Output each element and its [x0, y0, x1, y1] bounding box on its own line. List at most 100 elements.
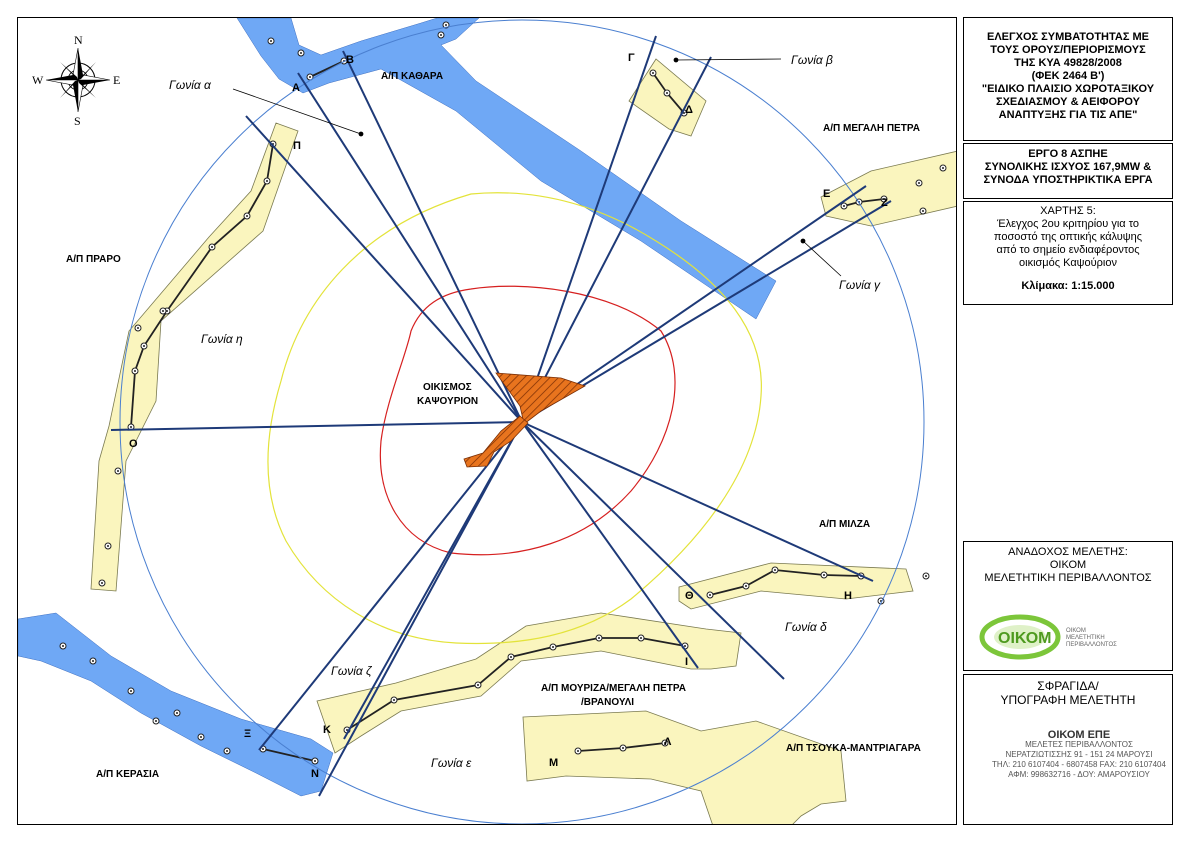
point-E: Ε	[823, 188, 830, 200]
map-description-line: ποσοστό της οπτικής κάλυψης	[993, 231, 1143, 243]
compass-n: N	[74, 33, 83, 47]
title-line: ΕΛΕΓΧΟΣ ΣΥΜΒΑΤΟΤΗΤΑΣ ΜΕ	[987, 31, 1149, 43]
compass-rose: N S E W	[32, 33, 120, 128]
seal-line: ΣΦΡΑΓΙΔΑ/	[1037, 679, 1099, 693]
row-kerasia	[262, 748, 316, 762]
turbine-marker-dot	[346, 729, 348, 731]
turbine-marker-dot	[143, 345, 145, 347]
point-A: Α	[292, 82, 300, 94]
contractor-line: ΟΙΚΟΜ	[1049, 559, 1087, 571]
point-N: Ν	[311, 768, 319, 780]
scale-text: Κλίμακα: 1:15.000	[1021, 280, 1115, 292]
label-tsouka: Α/Π ΤΣΟΥΚΑ-ΜΑΝΤΡΙΑΓΑΡΑ	[786, 743, 921, 754]
turbine-marker-dot	[300, 52, 302, 54]
project-line: ΣΥΝΟΛΙΚΗΣ ΙΣΧΥΟΣ 167,9MW &	[984, 161, 1152, 173]
sight-line-a	[297, 72, 523, 423]
turbine-marker-dot	[101, 582, 103, 584]
turbine-marker-dot	[393, 699, 395, 701]
turbine-marker-dot	[246, 215, 248, 217]
turbine-marker-dot	[709, 594, 711, 596]
stamp-line: ΑΦΜ: 998632716 - ΔΟΥ: ΑΜΑΡΟΥΣΙΟΥ	[1008, 770, 1150, 779]
zone-milza	[678, 562, 914, 610]
point-G: Γ	[628, 52, 635, 64]
logo-small-2: ΜΕΛΕΤΗΤΙΚΗ	[1066, 635, 1105, 641]
label-megali-petra: Α/Π ΜΕΓΑΛΗ ΠΕΤΡΑ	[823, 123, 920, 134]
stamp-line: ΤΗΛ: 210 6107404 - 6807458 FAX: 210 6107…	[992, 760, 1166, 769]
title-line: ΣΧΕΔΙΑΣΜΟΥ & ΑΕΙΦΟΡΟΥ	[995, 96, 1141, 108]
turbine-marker-dot	[162, 310, 164, 312]
map-canvas: N S E W Α/Π ΚΑΘΑΡΑ Α/Π ΜΕΓΑΛΗ ΠΕΤΡΑ Α/Π …	[18, 18, 956, 824]
stamp-line: ΝΕΡΑΤΖΙΩΤΙΣΣΗΣ 91 - 151 24 ΜΑΡΟΥΣΙ	[1005, 750, 1153, 759]
turbine-marker-dot	[843, 205, 845, 207]
turbine-marker-dot	[117, 470, 119, 472]
turbine-marker-dot	[745, 585, 747, 587]
logo-small-1: ΟΙΚΟΜ	[1066, 628, 1086, 634]
sight-line-e	[521, 185, 867, 423]
point-O: Ο	[129, 438, 138, 450]
turbine-marker-dot	[107, 545, 109, 547]
water-channel-north	[236, 18, 777, 320]
point-H: Η	[844, 590, 852, 602]
project-line: ΕΡΓΟ 8 ΑΣΠΗΕ	[1028, 148, 1108, 160]
turbine-marker-dot	[314, 760, 316, 762]
turbine-marker-dot	[266, 180, 268, 182]
turbine-marker-dot	[62, 645, 64, 647]
contractor-line: ΑΝΑΔΟΧΟΣ ΜΕΛΕΤΗΣ:	[1008, 546, 1128, 558]
row-praro	[130, 143, 274, 428]
turbine-marker-dot	[262, 748, 264, 750]
point-M: Μ	[549, 757, 558, 769]
label-kerasia: Α/Π ΚΕΡΑΣΙΑ	[96, 769, 159, 780]
turbine-marker-dot	[552, 646, 554, 648]
point-Z: Ζ	[881, 197, 888, 209]
turbine-marker-dot	[774, 569, 776, 571]
angle-label-d: Γωνία δ	[785, 620, 827, 634]
turbine-markers	[59, 21, 947, 765]
sight-line-i	[521, 421, 699, 669]
sight-line-p	[245, 115, 523, 423]
turbine-marker-dot	[134, 370, 136, 372]
turbine-marker-dot	[925, 575, 927, 577]
zone-megali-petra-east	[820, 151, 956, 227]
turbine-marker-dot	[477, 684, 479, 686]
contractor-line: ΜΕΛΕΤΗΤΙΚΗ ΠΕΡΙΒΑΛΛΟΝΤΟΣ	[984, 572, 1152, 584]
angle-label-z: Γωνία ζ	[331, 664, 373, 678]
turbine-marker-dot	[640, 637, 642, 639]
seal-line: ΥΠΟΓΡΑΦΗ ΜΕΛΕΤΗΤΗ	[1000, 693, 1136, 707]
logo-text: ΟΙΚΟΜ	[998, 630, 1051, 647]
zone-mouriza	[316, 612, 742, 754]
turbine-marker-dot	[577, 750, 579, 752]
turbine-marker-dot	[270, 40, 272, 42]
label-praro: Α/Π ΠΡΑΡΟ	[66, 254, 121, 265]
seal-heading: ΣΦΡΑΓΙΔΑ/ΥΠΟΓΡΑΦΗ ΜΕΛΕΤΗΤΗ	[964, 679, 1172, 707]
point-X: Ξ	[244, 728, 251, 740]
turbine-marker-dot	[92, 660, 94, 662]
row-kathara	[309, 60, 345, 78]
turbine-marker-dot	[622, 747, 624, 749]
turbine-marker-dot	[226, 750, 228, 752]
label-kathara: Α/Π ΚΑΘΑΡΑ	[381, 71, 443, 82]
turbine-marker-dot	[598, 637, 600, 639]
blue-ring	[119, 19, 925, 824]
label-mouriza-1: Α/Π ΜΟΥΡΙΖΑ/ΜΕΓΑΛΗ ΠΕΤΡΑ	[541, 683, 686, 694]
sight-line-b	[342, 50, 523, 423]
title-line: (ΦΕΚ 2464 Β')	[1031, 70, 1105, 82]
turbine-marker-dot	[684, 645, 686, 647]
turbine-marker-dot	[683, 112, 685, 114]
row-mouriza	[346, 637, 686, 731]
sight-line-x	[258, 421, 523, 751]
zone-megali-petra-north	[628, 58, 707, 137]
sight-line-d	[521, 56, 712, 423]
compass-w: W	[32, 73, 44, 87]
turbine-marker-dot	[130, 690, 132, 692]
turbine-marker-dot	[445, 24, 447, 26]
title-line: ΑΝΑΠΤΥΞΗΣ ΓΙΑ ΤΙΣ ΑΠΕ"	[998, 109, 1138, 121]
turbine-marker-dot	[155, 720, 157, 722]
angle-label-b: Γωνία β	[791, 53, 833, 67]
map-description-line: Έλεγχος 2ου κριτηρίου για το	[996, 218, 1139, 230]
angle-label-a: Γωνία α	[169, 78, 212, 92]
